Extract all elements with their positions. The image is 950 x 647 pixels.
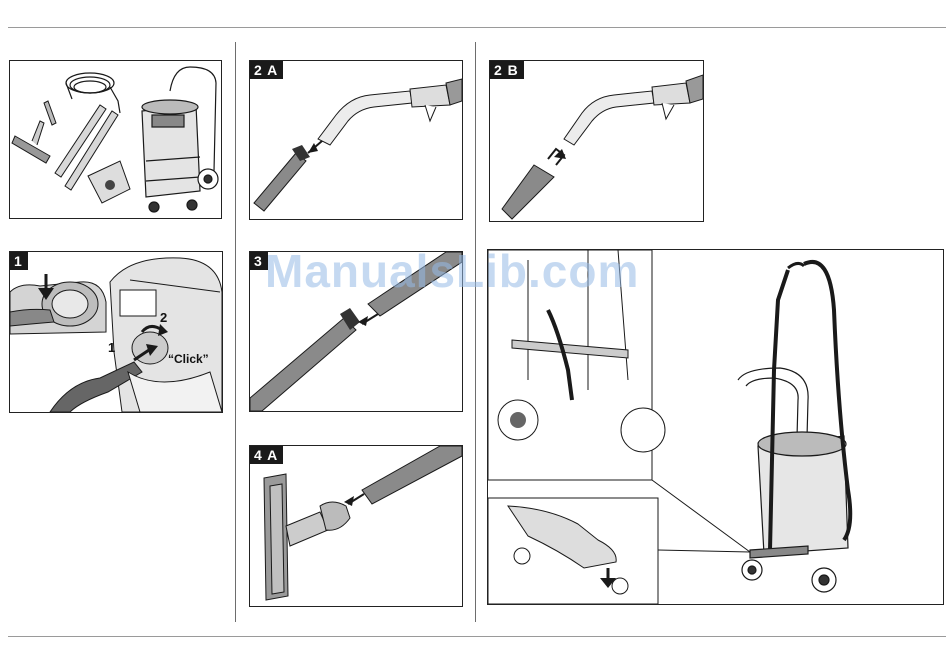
step-4a-panel: 4 A <box>249 445 463 607</box>
step-label: 2 A <box>250 61 283 79</box>
step-label: 1 <box>10 252 28 270</box>
handle-to-tube-illustration <box>250 61 462 219</box>
assembled-vacuum-illustration <box>488 250 943 604</box>
step-2b-panel: 2 B <box>489 60 704 222</box>
crevice-tool-illustration <box>490 61 703 221</box>
vacuum-contents-illustration <box>10 61 221 218</box>
hose-connection-illustration <box>10 252 222 412</box>
callout-step-1: 1 <box>108 340 115 355</box>
click-callout: “Click” <box>168 352 209 366</box>
callout-step-2: 2 <box>160 310 167 325</box>
step-2a-panel: 2 A <box>249 60 463 220</box>
top-rule <box>8 27 946 28</box>
assembled-vacuum-panel <box>487 249 944 605</box>
column-divider-2 <box>475 42 476 622</box>
bottom-rule <box>8 636 946 637</box>
floor-nozzle-illustration <box>250 446 462 606</box>
step-1-panel: 1 1 2 “Click” <box>9 251 223 413</box>
step-label: 4 A <box>250 446 283 464</box>
step-label: 2 B <box>490 61 524 79</box>
column-divider-1 <box>235 42 236 622</box>
contents-illustration-panel <box>9 60 222 219</box>
manualslib-watermark: ManualsLib.com <box>265 244 639 298</box>
